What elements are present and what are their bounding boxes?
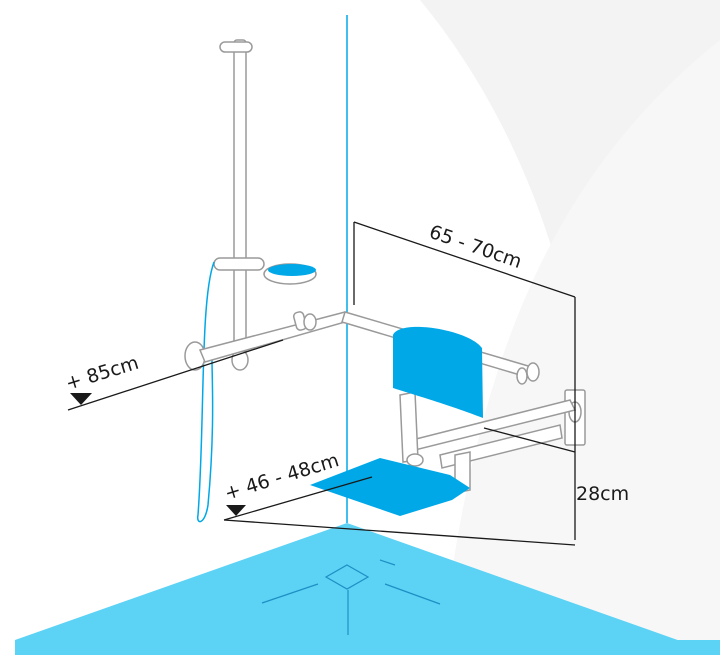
level-marker-icon (70, 393, 92, 405)
shower-head-icon (213, 257, 317, 285)
seat-height-dimension (223, 476, 576, 546)
seat-drop-dimension (483, 427, 576, 453)
seat-base (310, 458, 470, 516)
seat-width-dimension (353, 221, 576, 540)
grab-bar-height-dimension (67, 339, 284, 411)
seat-height-label: + 46 - 48cm (222, 449, 341, 505)
seat-width-label: 65 - 70cm (426, 221, 524, 273)
shower-hose (196, 261, 215, 523)
level-marker-icon (226, 505, 246, 516)
grab-bar-height-label: + 85cm (63, 352, 141, 395)
seat-drop-label: 28cm (576, 483, 629, 505)
shower-riser-rail (219, 39, 253, 371)
seat-backrest (393, 326, 483, 418)
wall-shade-arc-inner (440, 40, 720, 655)
grab-bar-left (184, 311, 354, 371)
shower-floor (15, 523, 720, 655)
floor-drain-icon (261, 559, 441, 635)
shower-floor-front (15, 640, 720, 655)
